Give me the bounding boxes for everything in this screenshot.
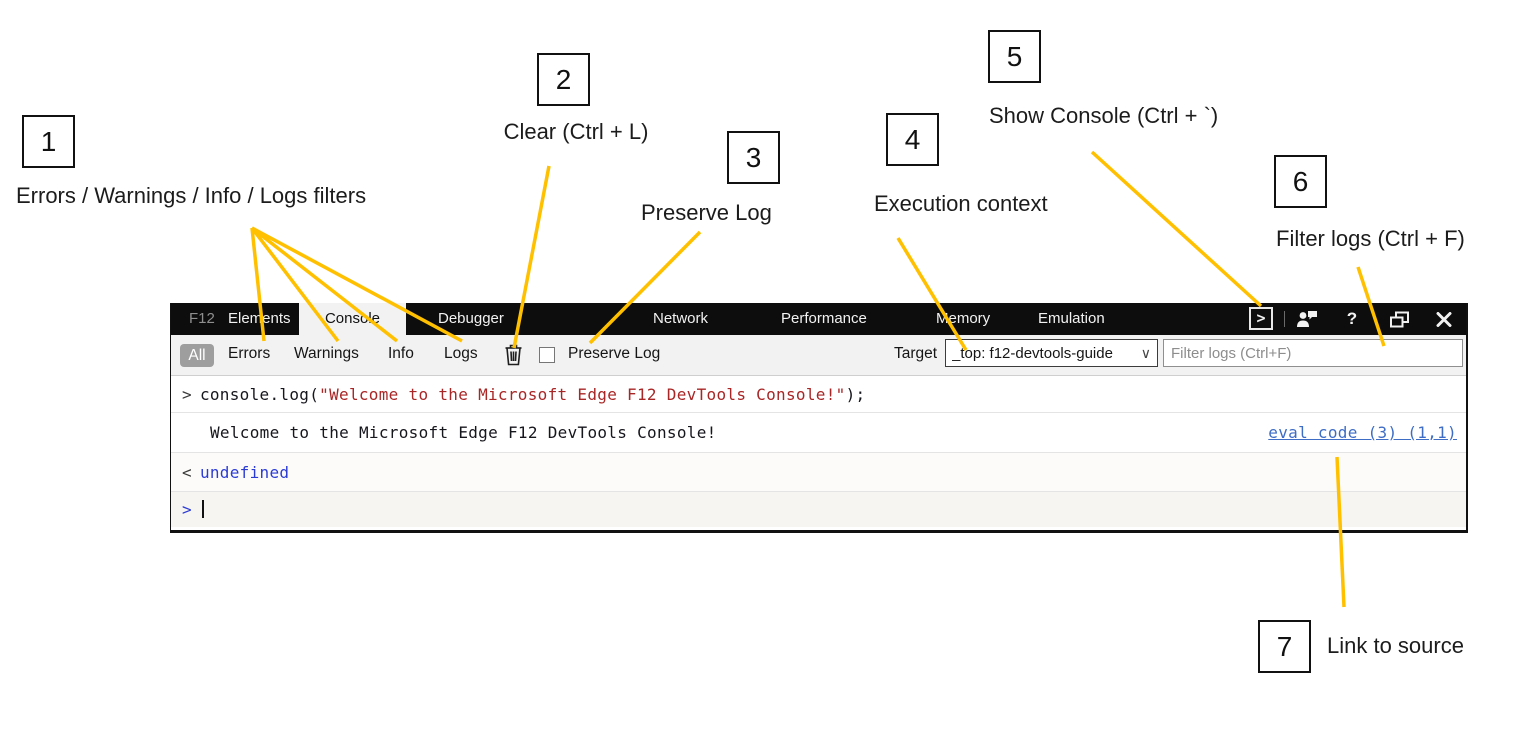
callout-box-6: 6	[1274, 155, 1327, 208]
show-console-icon[interactable]: >	[1249, 307, 1273, 330]
dock-window-icon[interactable]	[1386, 303, 1412, 335]
tab-console[interactable]: Console	[299, 303, 406, 335]
preserve-log-checkbox[interactable]	[539, 347, 555, 363]
tab-performance[interactable]: Performance	[781, 310, 867, 327]
callout-label-4: Execution context	[874, 191, 1048, 216]
target-label: Target	[894, 345, 938, 362]
callout-box-3: 3	[727, 131, 780, 184]
tab-debugger[interactable]: Debugger	[438, 310, 504, 327]
editor-prompt-icon: >	[182, 500, 192, 519]
preserve-log-label: Preserve Log	[568, 345, 661, 362]
callout-box-2: 2	[537, 53, 590, 106]
titlebar-separator	[1284, 311, 1285, 327]
callout-label-1: Errors / Warnings / Info / Logs filters	[16, 183, 367, 208]
filter-errors-button[interactable]: Errors	[228, 345, 271, 362]
filter-logs-button[interactable]: Logs	[444, 345, 478, 362]
code-prefix: console.log(	[199, 385, 320, 404]
devtools-tab-bar: F12 Elements Console Debugger Network Pe…	[171, 303, 1466, 335]
execution-context-value: _top: f12-devtools-guide	[952, 344, 1113, 362]
result-value: undefined	[199, 463, 290, 482]
callout-label-2: Clear (Ctrl + L)	[503, 119, 649, 144]
callout-label-6: Filter logs (Ctrl + F)	[1276, 226, 1465, 251]
callout-label-5: Show Console (Ctrl + `)	[989, 103, 1219, 128]
devtools-window: F12 Elements Console Debugger Network Pe…	[170, 303, 1468, 533]
callout-label-7: Link to source	[1327, 633, 1464, 658]
result-prompt-icon: <	[182, 463, 192, 482]
execution-context-dropdown[interactable]: _top: f12-devtools-guide ∨	[945, 339, 1158, 367]
text-cursor	[201, 500, 204, 518]
code-string: "Welcome to the Microsoft Edge F12 DevTo…	[319, 385, 846, 404]
filter-warnings-button[interactable]: Warnings	[294, 345, 359, 362]
help-icon[interactable]: ?	[1346, 309, 1358, 328]
filter-all-button[interactable]: All	[180, 344, 214, 367]
tab-memory[interactable]: Memory	[936, 310, 991, 327]
source-link[interactable]: eval code (3) (1,1)	[1268, 423, 1457, 442]
console-input-echo-row: > console.log("Welcome to the Microsoft E…	[171, 376, 1466, 413]
trash-icon[interactable]	[504, 344, 523, 371]
chevron-down-icon: ∨	[1140, 344, 1151, 361]
feedback-icon[interactable]	[1293, 303, 1321, 335]
callout-box-1: 1	[22, 115, 75, 168]
callout-box-7: 7	[1258, 620, 1311, 673]
filter-info-button[interactable]: Info	[388, 345, 414, 362]
callout-box-4: 4	[886, 113, 939, 166]
f12-logo-text: F12	[189, 310, 215, 327]
console-toolbar: All Errors Warnings Info Logs Preserve L…	[171, 335, 1466, 376]
callout-box-5: 5	[988, 30, 1041, 83]
callout-label-3: Preserve Log	[641, 200, 772, 225]
filter-logs-input[interactable]	[1163, 339, 1463, 367]
console-result-row: < undefined	[171, 453, 1466, 492]
tab-network[interactable]: Network	[653, 310, 709, 327]
console-log-row: Welcome to the Microsoft Edge F12 DevToo…	[171, 413, 1466, 453]
code-suffix: );	[845, 385, 866, 404]
tab-emulation[interactable]: Emulation	[1038, 310, 1105, 327]
console-editor-row[interactable]: >	[171, 492, 1466, 527]
input-prompt-icon: >	[182, 385, 192, 404]
tab-elements[interactable]: Elements	[228, 310, 291, 327]
callout-line-show-console	[1090, 150, 1263, 308]
log-message: Welcome to the Microsoft Edge F12 DevToo…	[210, 423, 717, 442]
close-icon[interactable]	[1431, 303, 1457, 335]
